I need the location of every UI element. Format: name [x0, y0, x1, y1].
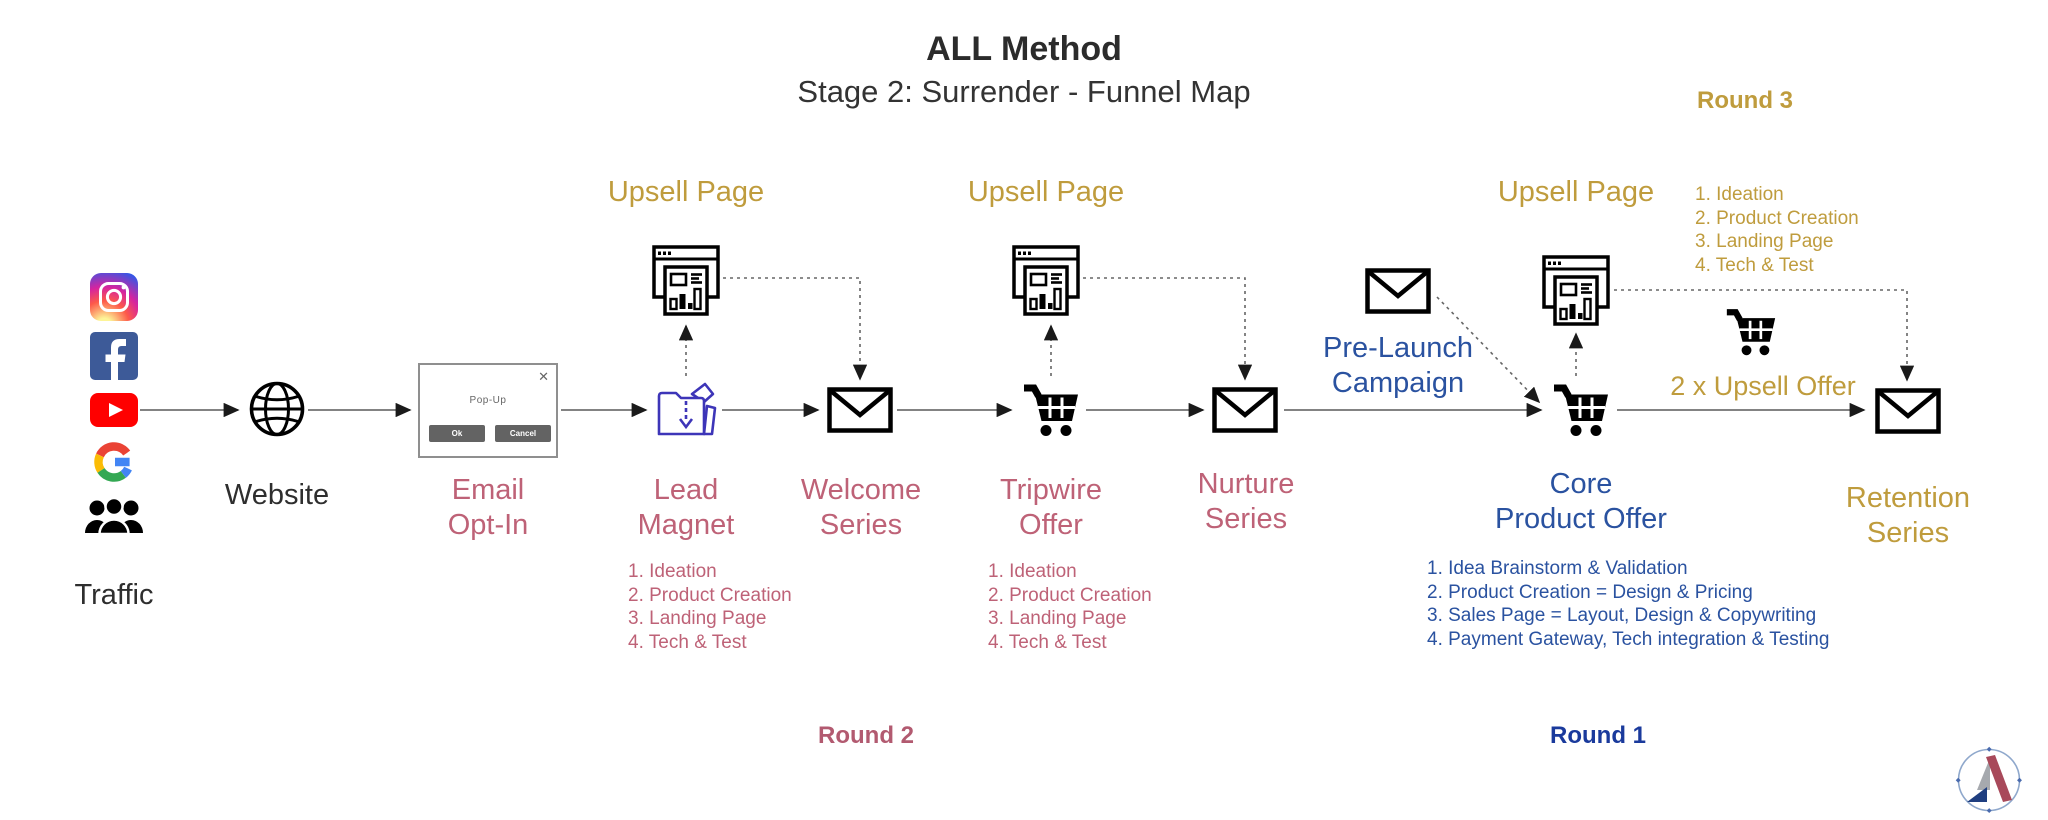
brand-logo — [1953, 744, 2025, 816]
popup-window: ✕ Pop-Up Ok Cancel — [418, 363, 558, 458]
upsell-offer-cart-icon — [1724, 306, 1778, 357]
website-globe-icon — [248, 380, 306, 438]
upsell-offer-label: 2 x Upsell Offer — [1670, 371, 1856, 401]
popup-close-icon[interactable]: ✕ — [538, 369, 549, 384]
traffic-label: Traffic — [74, 579, 154, 611]
core-offer-checklist: 1. Idea Brainstorm & Validation 2. Produ… — [1427, 558, 1830, 650]
upsell-browser-icon-1 — [652, 245, 720, 317]
google-icon — [90, 438, 138, 486]
youtube-icon — [90, 393, 138, 427]
lead-magnet-checklist: 1. Ideation 2. Product Creation 3. Landi… — [628, 561, 792, 653]
website-label: Website — [224, 479, 330, 511]
round-2-label: Round 2 — [818, 722, 914, 749]
page-subtitle: Stage 2: Surrender - Funnel Map — [797, 74, 1251, 109]
tripwire-cart-icon — [1021, 381, 1081, 438]
instagram-icon — [90, 273, 138, 321]
facebook-icon — [90, 332, 138, 380]
welcome-series-envelope-icon — [827, 387, 893, 433]
popup-ok-button[interactable]: Ok — [429, 425, 485, 442]
upsell-page-label-1: Upsell Page — [607, 176, 765, 208]
upsell-browser-icon-3 — [1542, 255, 1610, 327]
tripwire-checklist: 1. Ideation 2. Product Creation 3. Landi… — [988, 561, 1152, 653]
round3-checklist: 1. Ideation 2. Product Creation 3. Landi… — [1695, 184, 1859, 276]
nurture-series-envelope-icon — [1212, 387, 1278, 433]
upsell-browser-icon-2 — [1012, 245, 1080, 317]
prelaunch-envelope-icon — [1365, 268, 1431, 314]
page-title: ALL Method — [926, 30, 1122, 68]
popup-cancel-button[interactable]: Cancel — [495, 425, 551, 442]
upsell-page-label-3: Upsell Page — [1497, 176, 1655, 208]
popup-title: Pop-Up — [469, 395, 507, 406]
upsell-page-label-2: Upsell Page — [967, 176, 1125, 208]
audience-icon — [84, 498, 144, 536]
lead-magnet-folder-icon — [655, 381, 717, 439]
round-1-label: Round 1 — [1550, 722, 1646, 749]
retention-series-envelope-icon — [1875, 388, 1941, 434]
round-3-label: Round 3 — [1697, 87, 1793, 114]
core-offer-cart-icon — [1551, 381, 1611, 438]
